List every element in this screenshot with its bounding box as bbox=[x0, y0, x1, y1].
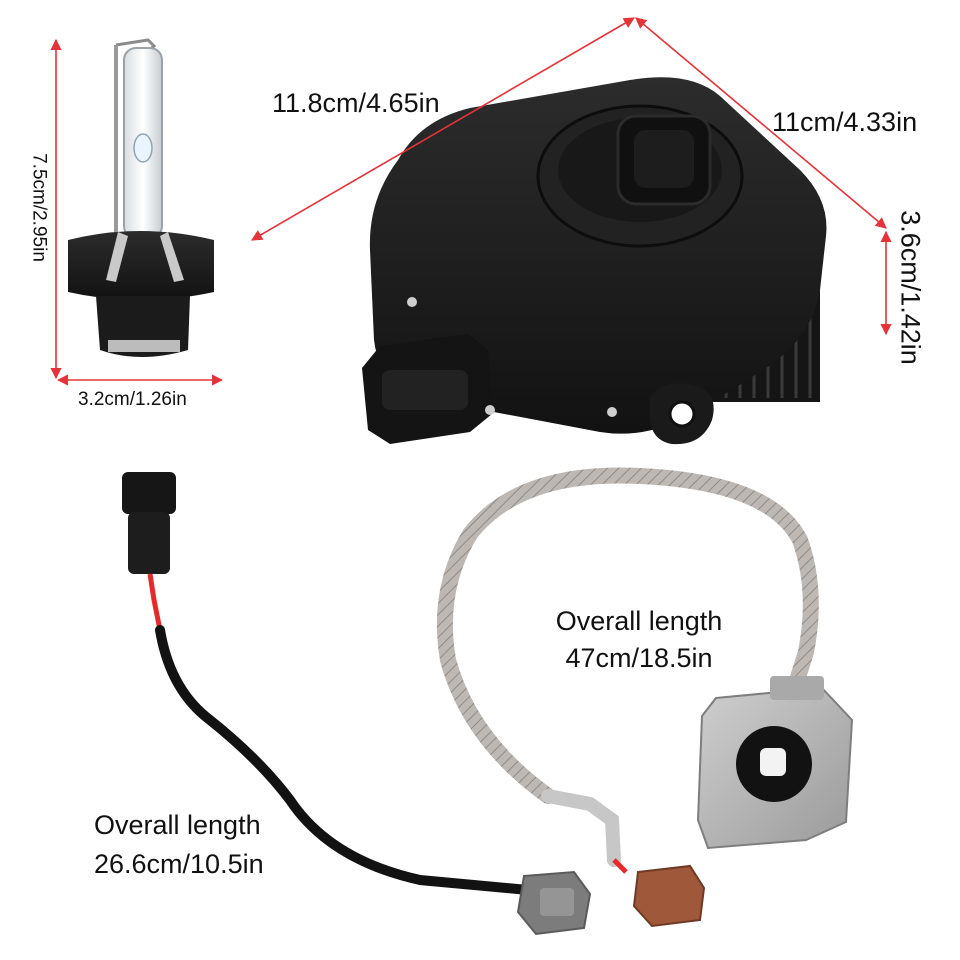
xenon-bulb bbox=[68, 38, 214, 357]
bulb-arc-chamber bbox=[133, 133, 153, 163]
bulb-height-label: 7.5cm/2.95in bbox=[28, 153, 50, 262]
power-adapter-cable bbox=[122, 472, 592, 936]
ballast-height-label: 3.6cm/1.42in bbox=[895, 210, 926, 365]
mounting-hole bbox=[668, 400, 696, 428]
ballast-width-label: 11cm/4.33in bbox=[772, 107, 918, 137]
short-cable-title: Overall length bbox=[94, 810, 261, 840]
red-wire-long bbox=[612, 858, 628, 874]
igniter-contact bbox=[760, 748, 786, 776]
cable-plug-boot bbox=[128, 512, 170, 574]
gray-connector-face bbox=[540, 888, 574, 916]
igniter-cable-clamp bbox=[770, 676, 824, 700]
ballast-length-label: 11.8cm/4.65in bbox=[272, 88, 440, 118]
black-cable bbox=[155, 625, 533, 895]
long-cable-title: Overall length bbox=[555, 606, 723, 636]
bulb-clip-left bbox=[106, 232, 128, 282]
ballast-screw bbox=[485, 405, 495, 415]
ballast-top-connector-inner bbox=[634, 130, 694, 188]
short-cable-length: 26.6cm/10.5in bbox=[94, 849, 264, 879]
bulb-base-ring bbox=[108, 340, 180, 352]
ballast-side-connector-face bbox=[382, 370, 468, 410]
igniter-cable bbox=[436, 467, 854, 928]
ballast-unit bbox=[362, 77, 827, 445]
bulb-clip-right bbox=[160, 232, 184, 282]
ballast-screw bbox=[407, 297, 417, 307]
cable-plug-top bbox=[122, 472, 176, 514]
brown-connector bbox=[632, 864, 706, 928]
ballast-length-dimension-line bbox=[251, 17, 635, 241]
ballast-screw bbox=[607, 407, 617, 417]
red-wire bbox=[147, 573, 163, 631]
cable-ferrule bbox=[541, 789, 621, 867]
bulb-width-label: 3.2cm/1.26in bbox=[78, 389, 187, 410]
ballast-width-dimension-line bbox=[635, 17, 887, 229]
bulb-base-flange bbox=[68, 231, 214, 300]
long-cable-length: 47cm/18.5in bbox=[565, 643, 713, 673]
braided-cable bbox=[436, 467, 819, 804]
